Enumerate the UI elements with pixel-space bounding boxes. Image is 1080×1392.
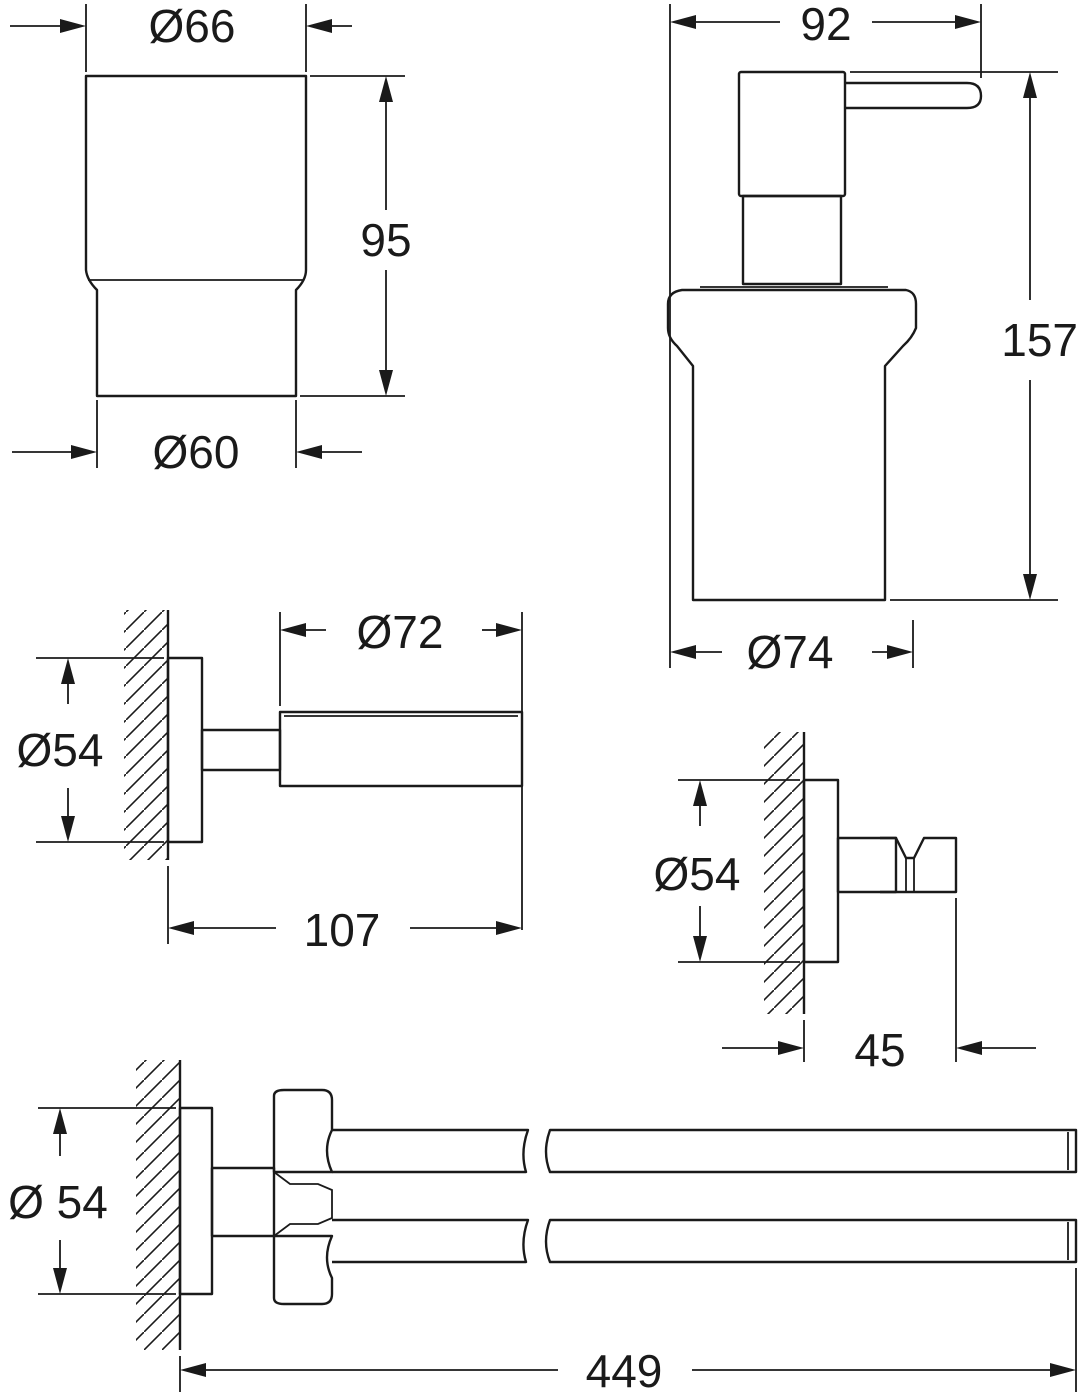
tumbler-holder-drawing: Ø72 Ø54 107 [17,606,524,956]
dispenser-spout [845,81,983,110]
bar-rosette [178,1106,214,1296]
soap-dispenser-drawing: 92 157 Ø74 [666,0,1078,678]
tumbler-top-diameter-label: Ø66 [149,0,236,52]
holder-rosette [166,656,204,844]
dispenser-bottle [666,288,918,602]
wall-hatch [764,732,804,1014]
holder-rosette-diameter-label: Ø54 [17,724,104,776]
bar-rosette-diameter-label: Ø 54 [8,1176,108,1228]
tumbler-height-label: 95 [360,214,411,266]
dispenser-height-label: 157 [1001,314,1078,366]
bar-lower-left [332,1218,530,1264]
tumbler-bottom-diameter-label: Ø60 [153,426,240,478]
hook-drawing: Ø54 45 [654,732,1036,1076]
dispenser-pump-head [737,70,847,198]
tumbler-outline [84,74,308,398]
wall-hatch [124,610,168,860]
hook-rosette [802,778,840,964]
hook-rosette-diameter-label: Ø54 [654,848,741,900]
bar-swivel [272,1088,334,1174]
towel-bar-drawing: Ø 54 449 [8,1060,1078,1392]
dispenser-base-diameter-label: Ø74 [747,626,834,678]
wall-hatch [136,1060,180,1350]
bar-lower-right [544,1218,1078,1264]
hook-head [880,836,958,894]
bar-length-label: 449 [586,1345,663,1392]
holder-ring [278,710,524,788]
tumbler-drawing: Ø66 95 Ø60 [10,0,412,478]
holder-projection-label: 107 [304,904,381,956]
bar-upper-left [332,1128,530,1174]
hook-projection-label: 45 [854,1024,905,1076]
hook-arm [836,836,898,894]
bar-post [210,1166,276,1238]
dispenser-stem [741,194,843,286]
holder-ring-diameter-label: Ø72 [357,606,444,658]
dispenser-width-label: 92 [800,0,851,50]
bar-upper-right [544,1128,1078,1174]
holder-arm [200,728,282,772]
